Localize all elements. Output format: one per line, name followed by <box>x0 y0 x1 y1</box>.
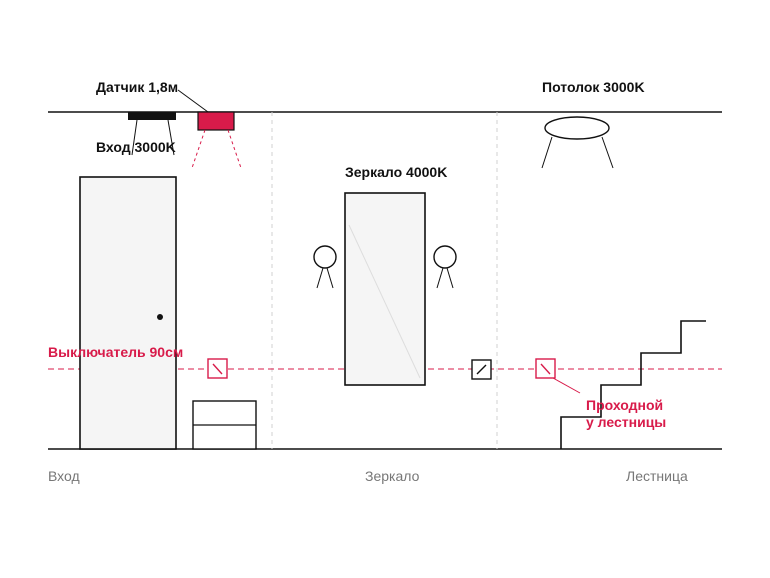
left-sconce <box>313 245 337 289</box>
passthrough-label-line2: у лестницы <box>586 414 666 430</box>
sensor-leader-line <box>177 89 209 113</box>
switch-height-label: Выключатель 90см <box>48 344 183 360</box>
zone-label-mirror: Зеркало <box>365 468 420 484</box>
motion-sensor <box>191 111 242 169</box>
zone-label-stairs: Лестница <box>626 468 688 484</box>
zone-label-entrance: Вход <box>48 468 80 484</box>
passthrough-switch <box>535 358 556 379</box>
stair-ceiling-light <box>541 116 614 169</box>
passthrough-leader-line <box>552 377 581 394</box>
entrance-ceiling-light <box>128 112 176 156</box>
mirror-light-label: Зеркало 4000K <box>345 164 447 180</box>
entrance-light-label: Вход 3000K <box>96 139 176 155</box>
mirror <box>344 192 426 386</box>
mirror-switch <box>471 359 492 380</box>
passthrough-label-line1: Проходной <box>586 397 663 413</box>
entrance-door <box>79 176 177 450</box>
shoe-cabinet <box>192 400 257 450</box>
entrance-switch <box>207 358 228 379</box>
door-handle <box>157 314 163 320</box>
sensor-label: Датчик 1,8м <box>96 79 178 95</box>
ceiling-light-label: Потолок 3000K <box>542 79 645 95</box>
staircase <box>560 320 706 449</box>
right-sconce <box>433 245 457 289</box>
